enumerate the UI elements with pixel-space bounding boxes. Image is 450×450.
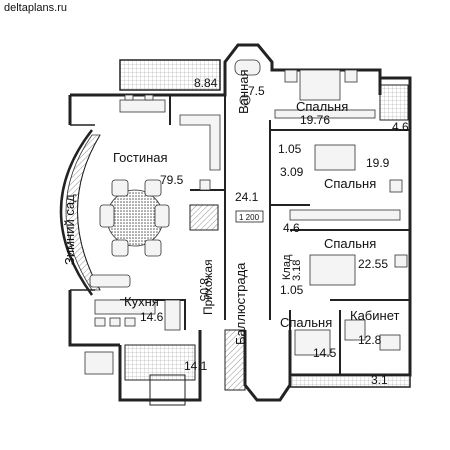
room-storage-area: 3.18 (291, 260, 303, 281)
room-storage-label: Клад (281, 254, 293, 280)
room-bedroom2-area: 19.9 (366, 156, 390, 170)
watermark: deltaplans.ru (4, 2, 67, 14)
room-bedroom4-area: 14.5 (313, 346, 337, 360)
area-105-bot: 1.05 (280, 283, 304, 297)
furniture (89, 59, 408, 391)
scale-label: 1 200 (239, 213, 260, 222)
area-46-mid: 4.6 (283, 221, 300, 235)
room-hall-area: 8.05 (197, 278, 211, 302)
room-bathroom-area: 7.5 (248, 84, 265, 98)
balcony-bottom-right (289, 374, 411, 388)
porch (124, 344, 196, 381)
room-bedroom3-area: 22.55 (358, 257, 388, 271)
area-241: 24.1 (235, 190, 259, 204)
room-winter-garden-label: Зимний сад (62, 194, 77, 265)
room-study-area: 12.8 (358, 333, 382, 347)
terrace-884 (119, 59, 221, 91)
area-31: 3.1 (371, 373, 388, 387)
room-bedroom2-label: Спальня (324, 176, 376, 191)
room-bedroom1-label: Спальня (296, 99, 348, 114)
room-kitchen-label: Кухня (124, 294, 159, 309)
room-kitchen-area: 14.6 (140, 310, 164, 324)
area-309: 3.09 (280, 165, 304, 179)
scale-box (235, 210, 264, 223)
area-105-top: 1.05 (278, 142, 302, 156)
room-labels: Зимний сад Гостиная 79.5 8.84 Ванная 7.5… (62, 69, 409, 387)
room-living-area: 79.5 (160, 173, 184, 187)
balcony-top-right (379, 84, 409, 121)
winter-garden (59, 124, 101, 296)
room-hall-label: Прихожая (201, 259, 215, 315)
bench (84, 351, 114, 375)
balustrade-label: Баллюстрада (233, 262, 248, 345)
room-bedroom1-area: 19.76 (300, 113, 330, 127)
room-bathroom-label: Ванная (236, 69, 251, 114)
room-study-label: Кабинет (350, 308, 399, 323)
area-46-top: 4.6 (392, 120, 409, 134)
room-bedroom4-label: Спальня (280, 315, 332, 330)
room-living-label: Гостиная (113, 150, 168, 165)
area-884: 8.84 (194, 76, 218, 90)
porch-steps (149, 374, 186, 406)
room-bedroom3-label: Спальня (324, 236, 376, 251)
area-141: 14.1 (184, 359, 208, 373)
